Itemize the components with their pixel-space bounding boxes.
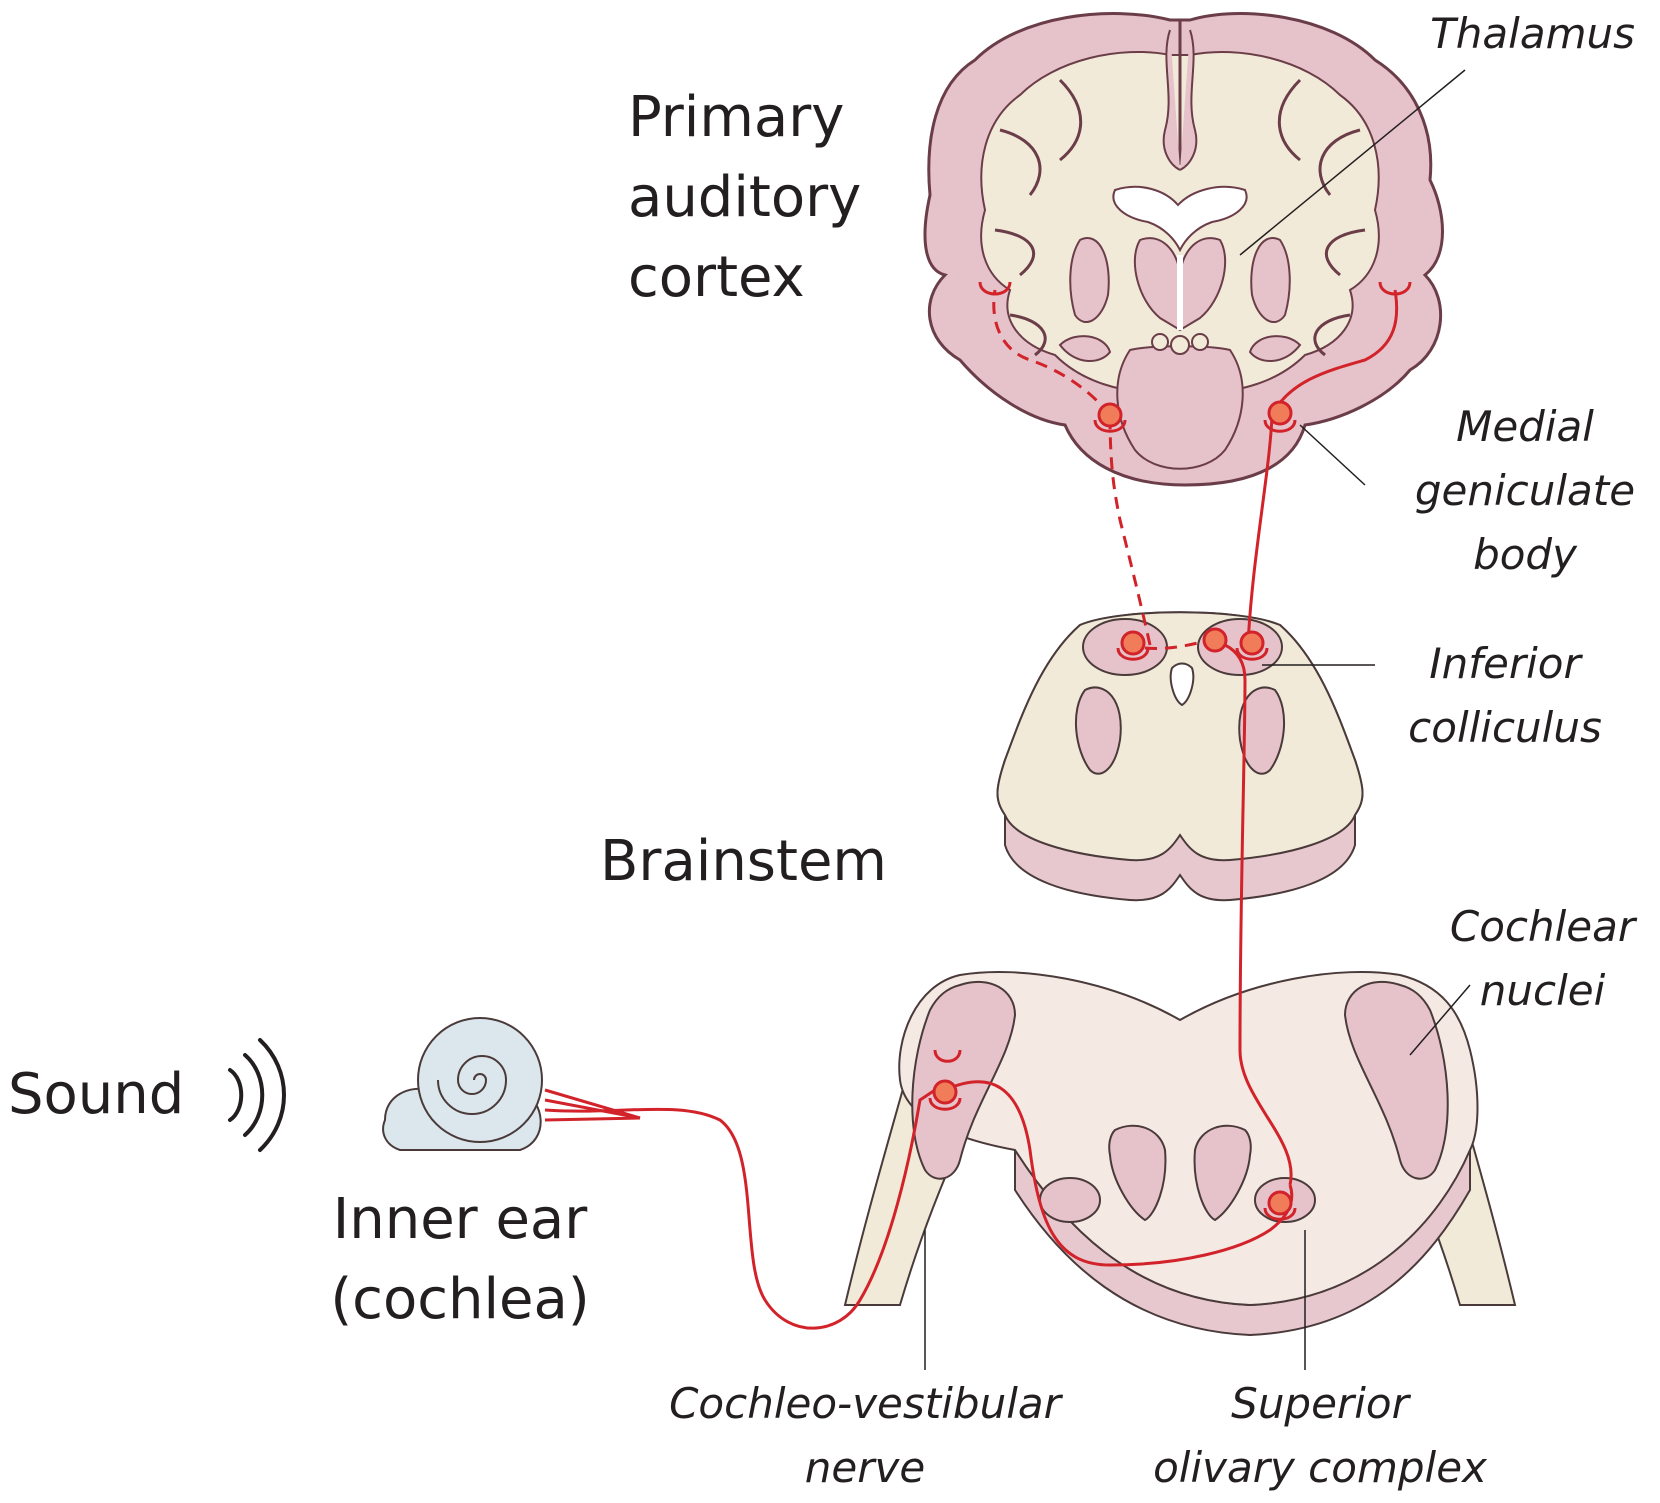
midbrain-section [998,612,1363,900]
label-primary-auditory-cortex: Primary auditory cortex [628,78,861,318]
basal-ganglia-left [1070,238,1109,322]
label-superior-olivary-complex: Superior olivary complex [1140,1372,1500,1500]
label-inner-ear-cochlea: Inner ear (cochlea) [300,1180,620,1340]
label-thalamus: Thalamus [1400,2,1635,66]
label-medial-geniculate-body: Medial geniculate body [1395,395,1655,587]
label-inferior-colliculus: Inferior colliculus [1375,632,1635,760]
medulla-section [845,972,1515,1335]
cochlea-illustration [383,1018,542,1150]
label-sound: Sound [8,1055,184,1135]
sound-wave-icon [230,1040,284,1150]
label-cochlear-nuclei: Cochlear nuclei [1430,895,1655,1023]
midbrain-bulb [1117,346,1242,469]
coronal-brain-section [925,13,1443,485]
basal-ganglia-right [1251,238,1290,322]
label-brainstem: Brainstem [600,822,887,902]
label-cochleo-vestibular-nerve: Cochleo-vestibular nerve [640,1372,1090,1500]
